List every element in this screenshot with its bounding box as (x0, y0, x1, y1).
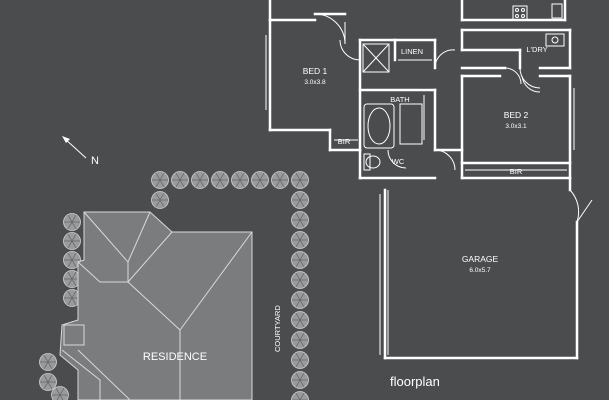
room-size-bed-2: 3.0x3.1 (505, 123, 527, 130)
shrub-icon (63, 232, 81, 250)
shrub-icon (291, 291, 309, 309)
shrub-icon (291, 251, 309, 269)
room-label-bir-1: BIR (338, 137, 351, 146)
area-label-courtyard: COURTYARD (273, 305, 282, 352)
north-arrow-icon: N (62, 136, 99, 167)
roof-hip (77, 261, 128, 283)
roof-hip (77, 349, 131, 400)
shrub-icon (291, 231, 309, 249)
roof-hip (61, 349, 101, 400)
roof-ridge (127, 231, 173, 283)
room-label-bed-2: BED 2 (504, 110, 529, 120)
shrub-icon (211, 171, 229, 189)
shrub-icon (291, 271, 309, 289)
room-label-bir-2: BIR (510, 167, 523, 176)
shrub-icon (151, 171, 169, 189)
shrub-icon (291, 191, 309, 209)
shrub-icon (39, 373, 57, 391)
roof-shape (59, 211, 253, 400)
room-label-bath: BATH (390, 95, 409, 104)
room-size-bed-1: 3.0x3.8 (304, 79, 326, 86)
plan-title: floorplan (390, 374, 440, 389)
room-label-wc: WC (392, 157, 405, 166)
floorplan-walls (268, 0, 579, 360)
door-swing-icon (314, 13, 593, 223)
shrub-icon (291, 371, 309, 389)
room-label-garage: GARAGE (462, 254, 499, 264)
bathtub-icon (363, 103, 395, 149)
shrub-icon (291, 211, 309, 229)
shrub-icon (51, 386, 69, 400)
shrub-icon (63, 270, 81, 288)
shrub-icon (63, 213, 81, 231)
room-label-bed-1: BED 1 (303, 66, 328, 76)
shrub-icon (291, 171, 309, 189)
shrub-icon (39, 353, 57, 371)
shrub-icon (271, 171, 289, 189)
room-size-garage: 6.0x5.7 (469, 267, 491, 274)
shrub-icon (291, 351, 309, 369)
shrub-icon (231, 171, 249, 189)
shrub-icon (191, 171, 209, 189)
shrub-icon (291, 331, 309, 349)
residence-roof (59, 211, 253, 400)
shrub-icon (151, 191, 169, 209)
courtyard-shrubs (39, 171, 309, 400)
room-label-linen: LINEN (401, 47, 423, 56)
floorplan-details (265, 3, 575, 355)
shrub-icon (291, 311, 309, 329)
shrub-icon (251, 171, 269, 189)
toilet-icon (365, 155, 381, 169)
north-label: N (91, 155, 99, 167)
shrub-icon (63, 251, 81, 269)
chimney (63, 324, 85, 346)
shrub-icon (291, 391, 309, 400)
shower-icon (362, 43, 390, 73)
shrub-icon (171, 171, 189, 189)
area-label-residence: RESIDENCE (143, 351, 207, 363)
room-label-laundry: L'DRY (526, 45, 547, 54)
